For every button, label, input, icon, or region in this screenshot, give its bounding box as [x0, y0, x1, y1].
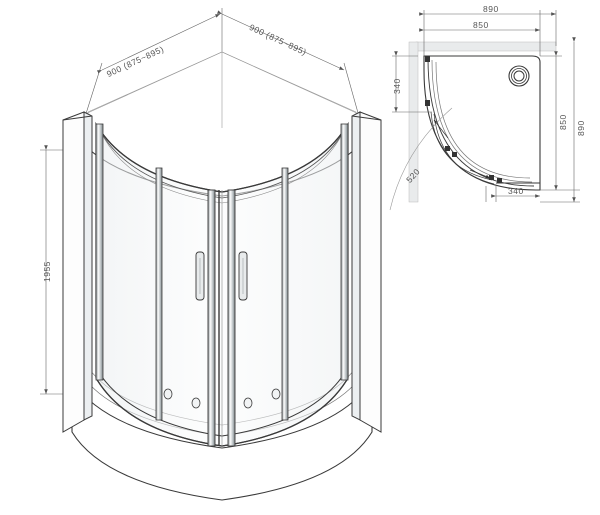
door-handle-left[interactable]: [195, 251, 205, 301]
wall-profile-right: [351, 111, 382, 433]
dim-plan-bottom-offset: 340: [508, 186, 524, 196]
plan-view: [389, 10, 580, 211]
wall-hatch-top: [415, 41, 557, 52]
dim-height: 1955: [42, 261, 52, 282]
wall-hatch-left: [408, 41, 419, 203]
roller-wheels: [163, 388, 281, 409]
dim-plan-top-inner: 850: [473, 20, 489, 30]
dim-plan-left-offset: 340: [392, 78, 402, 94]
wall-profile-left: [62, 111, 93, 433]
door-handle-right[interactable]: [238, 251, 248, 301]
door-track-arc: [430, 111, 495, 185]
plan-dimension-lines: [389, 10, 580, 211]
sliding-direction-arrows: [425, 56, 502, 183]
door-stiles: [95, 123, 349, 447]
drain-hole: [508, 65, 530, 87]
dim-plan-right-outer: 890: [576, 120, 586, 136]
iso-dimension-lines: [40, 8, 361, 395]
dim-plan-right-inner: 850: [558, 114, 568, 130]
dim-plan-top-outer: 890: [483, 4, 499, 14]
